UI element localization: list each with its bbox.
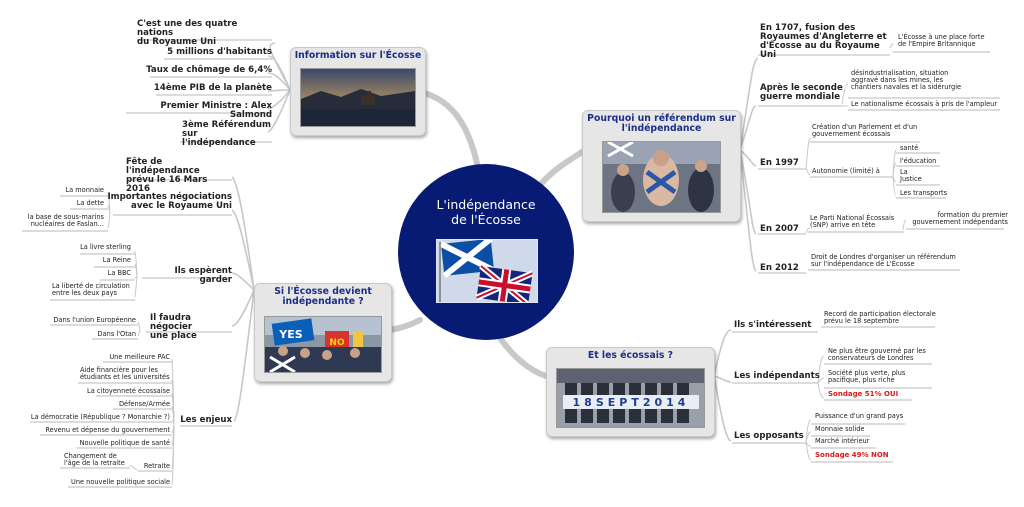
pourquoi-2007-label: En 2007: [760, 224, 799, 234]
castle-landscape-image: [300, 68, 416, 127]
si-negocier-item-1: Dans l'union Européenne: [53, 316, 136, 324]
branch-pourquoi-title: Pourquoi un référendum sur l'indépendanc…: [587, 113, 736, 135]
pourquoi-2012-item: Droit de Londres d'organiser un référend…: [811, 253, 956, 268]
pourquoi-1997-item-1: Création d'un Parlement et d'un gouverne…: [812, 123, 918, 138]
pourquoi-1997-item-2: Autonomie (limité) à: [812, 167, 880, 175]
si-enjeux-item-2: Aide financière pour les étudiants et le…: [80, 366, 170, 381]
scotland-uk-flags-image: [436, 239, 538, 303]
info-item-4: 14ème PIB de la planète: [153, 83, 272, 93]
pourquoi-1997-sub-3: La Justice: [900, 168, 922, 183]
ecossais-independants-label: Les indépendants: [734, 371, 820, 381]
date-banner-text: 18SEPT2014: [573, 396, 690, 409]
pourquoi-2007-sub: formation du premier gouvernement indépe…: [912, 211, 1008, 226]
si-garder-item-3: La BBC: [107, 269, 131, 277]
pourquoi-apres-item-2: Le nationalisme écossais à pris de l'amp…: [851, 100, 998, 108]
info-item-1: C'est une des quatre nations du Royaume …: [137, 19, 238, 48]
branch-information[interactable]: Information sur l'Écosse: [290, 47, 426, 136]
si-garder-label: Ils espèrent garder: [174, 266, 232, 286]
si-negocier-label: Il faudra négocier une place: [150, 313, 197, 342]
pourquoi-apres-item-1: désindustrialisation, situation aggravé …: [851, 69, 962, 91]
si-enjeux-item-5: La démocratie (République ? Monarchie ?): [30, 413, 170, 421]
si-fete-label: Fête de l'indépendance prévu le 16 Mars …: [126, 157, 208, 195]
si-enjeux-item-9: Une nouvelle politique sociale: [71, 478, 170, 486]
ecossais-opposants-item-1: Puissance d'un grand pays: [815, 412, 904, 420]
ecossais-opposants-label: Les opposants: [734, 431, 804, 441]
pourquoi-1707-label: En 1707, fusion des Royaumes d'Angleterr…: [760, 23, 887, 61]
central-topic[interactable]: L'indépendance de l'Écosse: [398, 164, 574, 340]
info-item-3: Taux de chômage de 6,4%: [146, 65, 272, 75]
si-enjeux-label: Les enjeux: [180, 415, 232, 425]
connector-center-info: [417, 89, 481, 171]
si-enjeux-item-1: Une meilleure PAC: [109, 353, 170, 361]
pourquoi-apres-label: Après le seconde guerre mondiale: [760, 83, 843, 103]
si-negociations-item-3: la base de sous-marins nucléaires de Fas…: [27, 213, 104, 228]
ecossais-opposants-item-3: Marché intérieur: [815, 437, 870, 445]
no-sign-text: NO: [329, 338, 345, 348]
ecossais-opposants-item-2: Monnaie solide: [815, 425, 865, 433]
branch-pourquoi[interactable]: Pourquoi un référendum sur l'indépendanc…: [582, 110, 741, 222]
yes-no-rally-image: YES NO: [264, 316, 382, 373]
si-garder-item-2: La Reine: [102, 256, 131, 264]
pourquoi-1707-item: L'Écosse à une place forte de l'Empire B…: [898, 33, 985, 48]
pourquoi-2007-item: Le Parti National Écossais (SNP) arrive …: [810, 214, 895, 229]
si-negociations-item-1: La monnaie: [65, 186, 104, 194]
pourquoi-1997-sub-4: Les transports: [900, 189, 948, 197]
poll-no-label: Sondage 49% NON: [815, 451, 889, 459]
si-enjeux-item-6: Revenu et dépense du gouvernement: [45, 426, 170, 434]
ecossais-interessent-item: Record de participation électorale prévu…: [824, 310, 936, 325]
pourquoi-1997-sub-2: l'éducation: [900, 157, 937, 165]
supporters-crowd-image: [602, 141, 721, 213]
si-enjeux-item-3: La citoyenneté écossaise: [87, 387, 170, 395]
poll-yes-label: Sondage 51% OUI: [828, 390, 899, 398]
info-item-5: Premier Ministre : Alex Salmond: [160, 101, 272, 121]
pourquoi-1997-sub-1: santé: [900, 144, 919, 152]
branch-si-independante[interactable]: Si l'Écosse devient indépendante ? YES N…: [254, 283, 392, 382]
si-enjeux-item-7: Nouvelle politique de santé: [79, 439, 170, 447]
pourquoi-2012-label: En 2012: [760, 263, 799, 273]
yes-sign-text: YES: [278, 328, 302, 341]
si-garder-item-4: La liberté de circulation entre les deux…: [52, 282, 130, 297]
si-enjeux-item-4: Défense/Armée: [118, 400, 170, 408]
branch-information-title: Information sur l'Écosse: [294, 50, 422, 61]
branch-ecossais-title: Et les écossais ?: [587, 350, 674, 361]
si-negociations-label: Importantes négociations avec le Royaume…: [107, 192, 232, 212]
branch-si-title: Si l'Écosse devient indépendante ?: [274, 286, 372, 308]
info-item-6: 3ème Référendum sur l'indépendance: [182, 120, 272, 149]
connector-center-ecossais: [497, 335, 549, 379]
si-enjeux-sub-retraite: Changement de l'âge de la retraite: [64, 452, 125, 467]
connector-center-pourquoi: [537, 149, 585, 188]
branch-ecossais[interactable]: Et les écossais ? 18SEPT2014: [546, 347, 715, 437]
ecossais-interessent-label: Ils s'intéressent: [734, 320, 812, 330]
si-negociations-item-2: La dette: [76, 199, 104, 207]
date-banner-photo: 18SEPT2014: [556, 368, 705, 428]
info-item-2: 5 millions d'habitants: [167, 47, 272, 57]
si-enjeux-item-8: Retraite: [143, 462, 170, 470]
pourquoi-1997-label: En 1997: [760, 158, 799, 168]
ecossais-independants-item-2: Société plus verte, plus pacifique, plus…: [828, 369, 906, 384]
si-negocier-item-2: Dans l'Otan: [97, 330, 136, 338]
central-topic-title: L'indépendance de l'Écosse: [436, 197, 536, 227]
si-garder-item-1: La livre sterling: [80, 243, 131, 251]
ecossais-independants-item-1: Ne plus être gouverné par les conservate…: [828, 347, 926, 362]
